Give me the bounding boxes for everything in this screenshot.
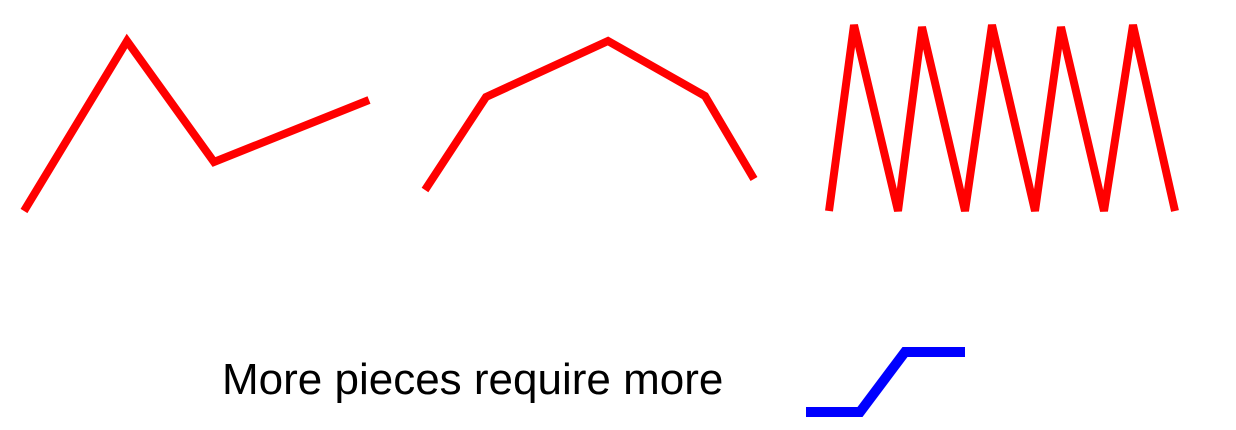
piecewise-linear-ramp-icon	[806, 347, 965, 417]
polyline-zigzag-many-pieces	[825, 24, 1179, 212]
caption-text: More pieces require more	[222, 355, 724, 404]
polyline-zigzag-few-pieces	[20, 33, 371, 214]
polyline-arch	[421, 36, 758, 193]
